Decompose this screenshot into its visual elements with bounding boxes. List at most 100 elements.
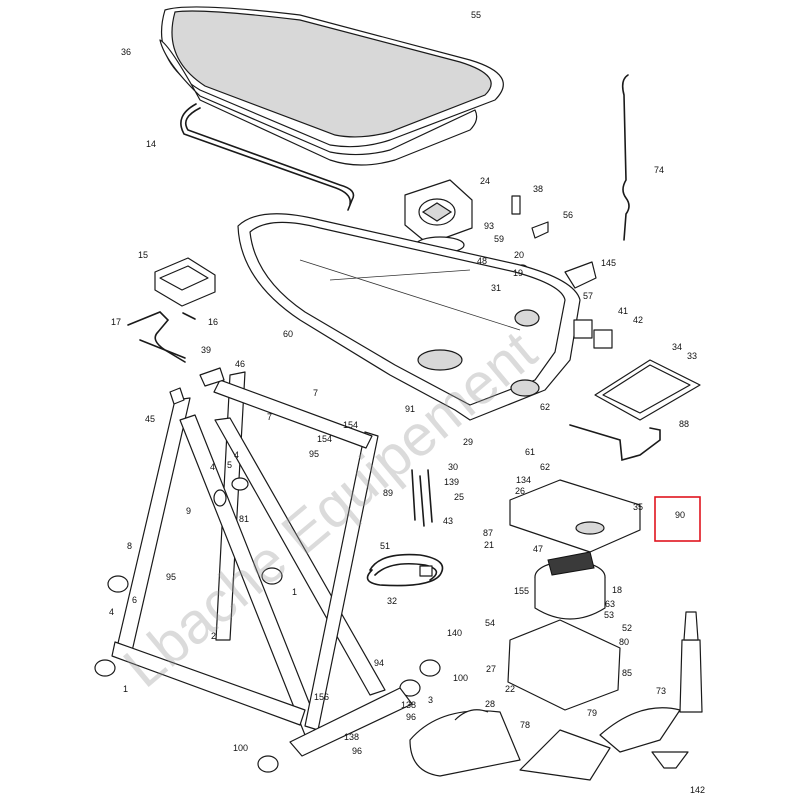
callout-label: 80 [619,637,629,647]
callout-label: 91 [405,404,415,414]
callout-label: 138 [344,732,359,742]
callout-label: 96 [406,712,416,722]
callout-label: 95 [309,449,319,459]
callout-label: 26 [515,486,525,496]
foot-100b [419,659,441,677]
callout-label: 90 [675,510,685,520]
callout-label: 4 [234,450,239,460]
callout-label: 24 [480,176,490,186]
callout-label: 4 [210,462,215,472]
callout-label: 134 [516,475,531,485]
foot-100 [257,755,279,773]
iron-handle [454,709,489,721]
callout-label: 15 [138,250,148,260]
callout-label: 4 [109,607,114,617]
callout-label: 56 [563,210,573,220]
callout-label: 81 [239,514,249,524]
callout-label: 16 [208,317,218,327]
callout-label: 47 [533,544,543,554]
fan-unit [404,179,473,254]
callout-label: 89 [383,488,393,498]
callout-label: 29 [463,437,473,447]
callout-label: 100 [233,743,248,753]
callout-label: 79 [587,708,597,718]
rod-88 [569,424,661,462]
callout-label: 96 [352,746,362,756]
iron-28 [409,710,521,777]
highlight-box [654,496,701,542]
board-wire-frame-inner [180,103,352,205]
part-145 [564,261,597,289]
callout-label: 55 [471,10,481,20]
plate-42 [593,329,613,349]
callout-label: 36 [121,47,131,57]
callout-label: 145 [601,258,616,268]
funnel-142 [651,751,689,769]
spring-16 [182,312,196,320]
board-ring [575,521,605,535]
sole-78 [519,729,611,781]
callout-label: 156 [314,692,329,702]
callout-label: 93 [484,221,494,231]
wire-89c [427,469,433,523]
plug-51 [419,565,433,577]
callout-label: 60 [283,329,293,339]
callout-label: 34 [672,342,682,352]
pad-79 [599,707,681,753]
callout-label: 140 [447,628,462,638]
board-cover [159,6,504,166]
callout-label: 28 [485,699,495,709]
power-board [509,479,641,553]
callout-label: 57 [583,291,593,301]
callout-label: 2 [211,631,216,641]
callout-label: 62 [540,402,550,412]
callout-label: 78 [520,720,530,730]
rod-39 [139,339,186,359]
callout-label: 61 [525,447,535,457]
callout-label: 22 [505,684,515,694]
cable-51 [366,553,444,587]
part-15-inner [159,265,209,291]
callout-label: 88 [679,419,689,429]
callout-label: 42 [633,315,643,325]
callout-label: 155 [514,586,529,596]
callout-label: 95 [166,572,176,582]
callout-label: 46 [235,359,245,369]
callout-label: 100 [453,673,468,683]
callout-label: 33 [687,351,697,361]
callout-label: 7 [313,388,318,398]
callout-label: 74 [654,165,664,175]
callout-label: 73 [656,686,666,696]
callout-label: 62 [540,462,550,472]
callout-label: 139 [444,477,459,487]
callout-label: 7 [267,412,272,422]
part-56 [531,221,549,239]
cable-51b [374,562,438,581]
callout-label: 25 [454,492,464,502]
callout-label: 9 [186,506,191,516]
foot-46 [199,367,225,387]
callout-label: 6 [132,595,137,605]
callout-label: 20 [514,250,524,260]
callout-label: 63 [605,599,615,609]
callout-labels: 5536142438567493594820191451531571617414… [109,10,705,795]
callout-label: 51 [380,541,390,551]
callout-label: 21 [484,540,494,550]
bush-5 [231,477,249,491]
callout-label: 35 [633,502,643,512]
callout-label: 142 [690,785,705,795]
foot-45 [169,387,185,405]
base-tray [507,619,621,711]
callout-label: 48 [477,256,487,266]
bottle-neck-73 [683,611,699,641]
callout-label: 17 [111,317,121,327]
wheel-4 [107,575,129,593]
bottle-73 [679,639,703,713]
callout-label: 154 [317,434,332,444]
callout-label: 14 [146,139,156,149]
callout-label: 41 [618,306,628,316]
boiler [534,551,606,620]
callout-label: 45 [145,414,155,424]
callout-label: 27 [486,664,496,674]
